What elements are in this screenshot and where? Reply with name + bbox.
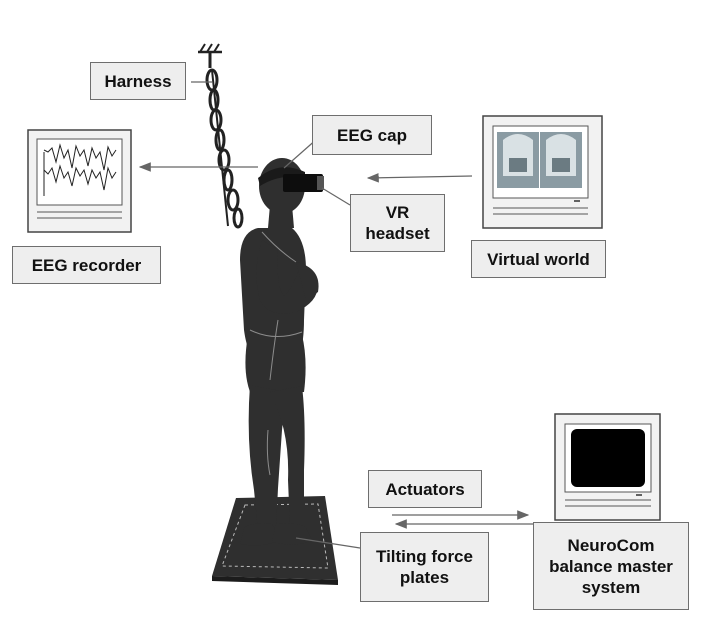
neurocom-line3: system: [581, 577, 641, 597]
neurocom-line2: balance master: [549, 556, 673, 576]
connectors: [138, 81, 535, 549]
vr-headset-label: VR headset: [350, 194, 445, 252]
actuators-label: Actuators: [368, 470, 482, 508]
virtual-world-label: Virtual world: [471, 240, 606, 278]
vr-headset-line2: headset: [365, 224, 430, 243]
tilting-force-plates-label: Tilting force plates: [360, 532, 489, 602]
eeg-cap-label: EEG cap: [312, 115, 432, 155]
tilting-line1: Tilting force: [376, 547, 473, 566]
harness-hook-icon: [198, 43, 222, 68]
person-silhouette: [240, 158, 319, 546]
eeg-recorder-label: EEG recorder: [12, 246, 161, 284]
harness-chain: [205, 68, 244, 229]
virtual-world-monitor-icon: [482, 115, 603, 229]
eeg-monitor-icon: [27, 129, 132, 233]
tilting-line2: plates: [399, 568, 450, 587]
neurocom-label: NeuroCom balance master system: [533, 522, 689, 610]
person-details: [249, 231, 303, 476]
neurocom-line1: NeuroCom: [567, 535, 655, 555]
vr-headset-icon: [283, 174, 324, 192]
harness-label: Harness: [90, 62, 186, 100]
neurocom-monitor-icon: [554, 413, 661, 521]
eeg-cap-icon: [258, 167, 305, 186]
vr-headset-line1: VR: [385, 203, 410, 222]
